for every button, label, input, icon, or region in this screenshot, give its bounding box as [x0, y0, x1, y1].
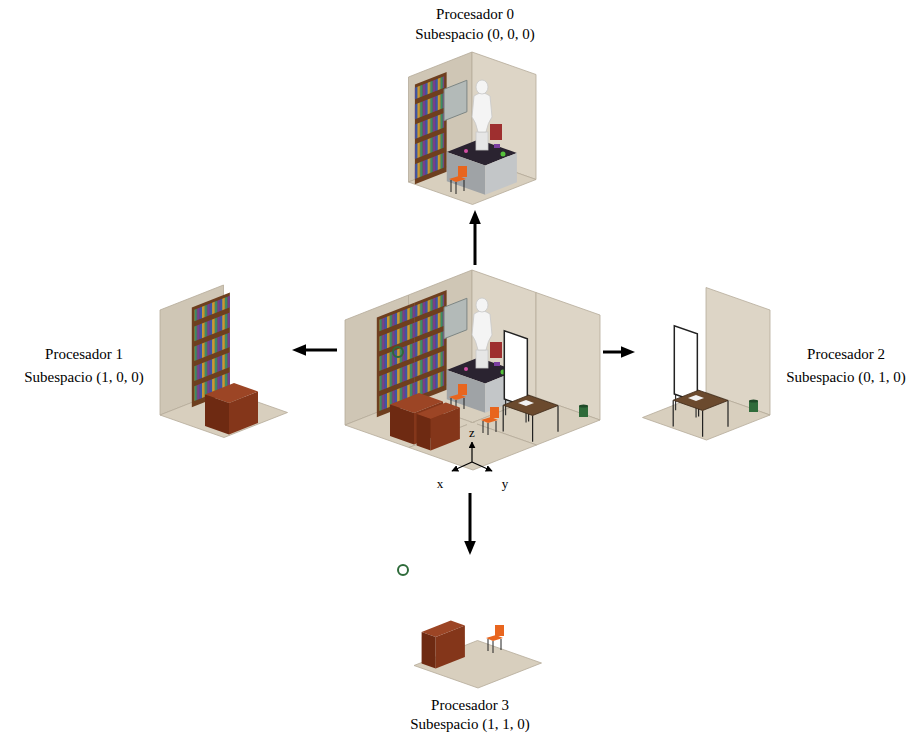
room-base: [409, 52, 537, 205]
subspace-view: Procesador 1 Subespacio (1, 0, 0): [4, 280, 292, 445]
room-objects: [415, 72, 517, 195]
subspace-label: Subespacio (0, 1, 0): [786, 368, 906, 387]
subspace-label: Subespacio (1, 1, 0): [410, 715, 530, 734]
subspace-room: [409, 52, 537, 205]
connector-arrow: [469, 493, 472, 545]
room-base: [643, 288, 771, 441]
room-objects: [673, 326, 758, 437]
subspace-view: Procesador 3Subespacio (1, 1, 0): [370, 555, 570, 737]
axis-z: [471, 442, 472, 462]
full-room: [345, 270, 600, 471]
axis-label: z: [467, 423, 477, 442]
subspace-view: Procesador 0Subespacio (0, 0, 0): [390, 2, 560, 210]
connectors: [302, 220, 625, 545]
axis-y: [472, 462, 492, 471]
subspace-label: Subespacio (1, 0, 0): [24, 368, 144, 387]
connector-arrow: [474, 220, 477, 265]
room-base: [160, 285, 288, 438]
subspace-view: Procesador 2 Subespacio (0, 1, 0): [635, 280, 917, 445]
room-objects: [503, 331, 588, 442]
axis-label: y: [502, 474, 509, 493]
connector-arrow: [302, 349, 337, 352]
room-objects: [192, 293, 258, 435]
connector-arrow: [603, 351, 625, 354]
full-room-view: z x y: [337, 265, 603, 493]
subspace-room: [160, 285, 288, 438]
subspace-room: [643, 288, 771, 441]
subspace-room: [398, 565, 542, 688]
processor-label: Procesador 2: [807, 345, 885, 364]
axis-label: x: [437, 474, 444, 493]
room-objects: [415, 290, 517, 413]
axis-x: [452, 462, 472, 471]
room-objects: [398, 565, 504, 668]
room-objects: [393, 347, 499, 450]
processor-label: Procesador 1: [45, 345, 123, 364]
processor-label: Procesador 3: [431, 696, 509, 715]
subspace-label: Subespacio (0, 0, 0): [415, 25, 535, 44]
processor-label: Procesador 0: [436, 5, 514, 24]
